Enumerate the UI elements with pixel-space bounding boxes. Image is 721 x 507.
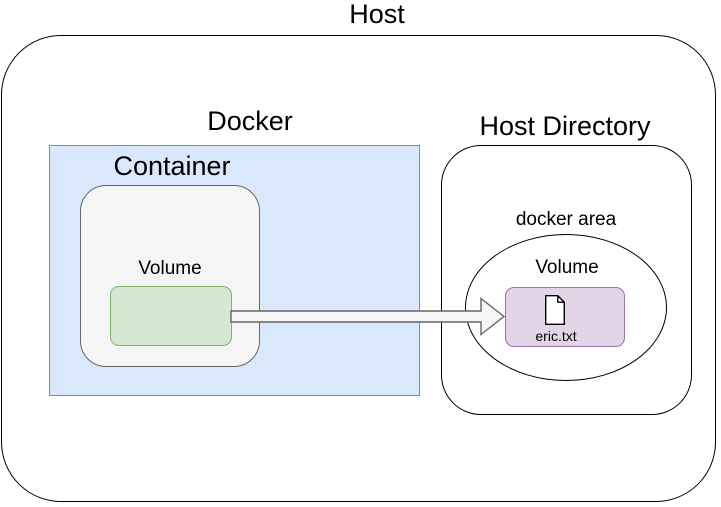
- container-volume-label: Volume: [138, 258, 202, 279]
- docker-area-label: docker area: [515, 209, 617, 230]
- host-volume-label: Volume: [535, 257, 599, 278]
- docker-label: Docker: [207, 106, 293, 136]
- file-icon: [545, 295, 565, 325]
- container-label: Container: [113, 151, 231, 181]
- host-title: Host: [349, 0, 405, 29]
- host-directory-label: Host Directory: [479, 111, 651, 141]
- container-volume-rect: [110, 286, 232, 346]
- host-volume-rect: [505, 287, 625, 347]
- file-name-label: eric.txt: [535, 328, 577, 344]
